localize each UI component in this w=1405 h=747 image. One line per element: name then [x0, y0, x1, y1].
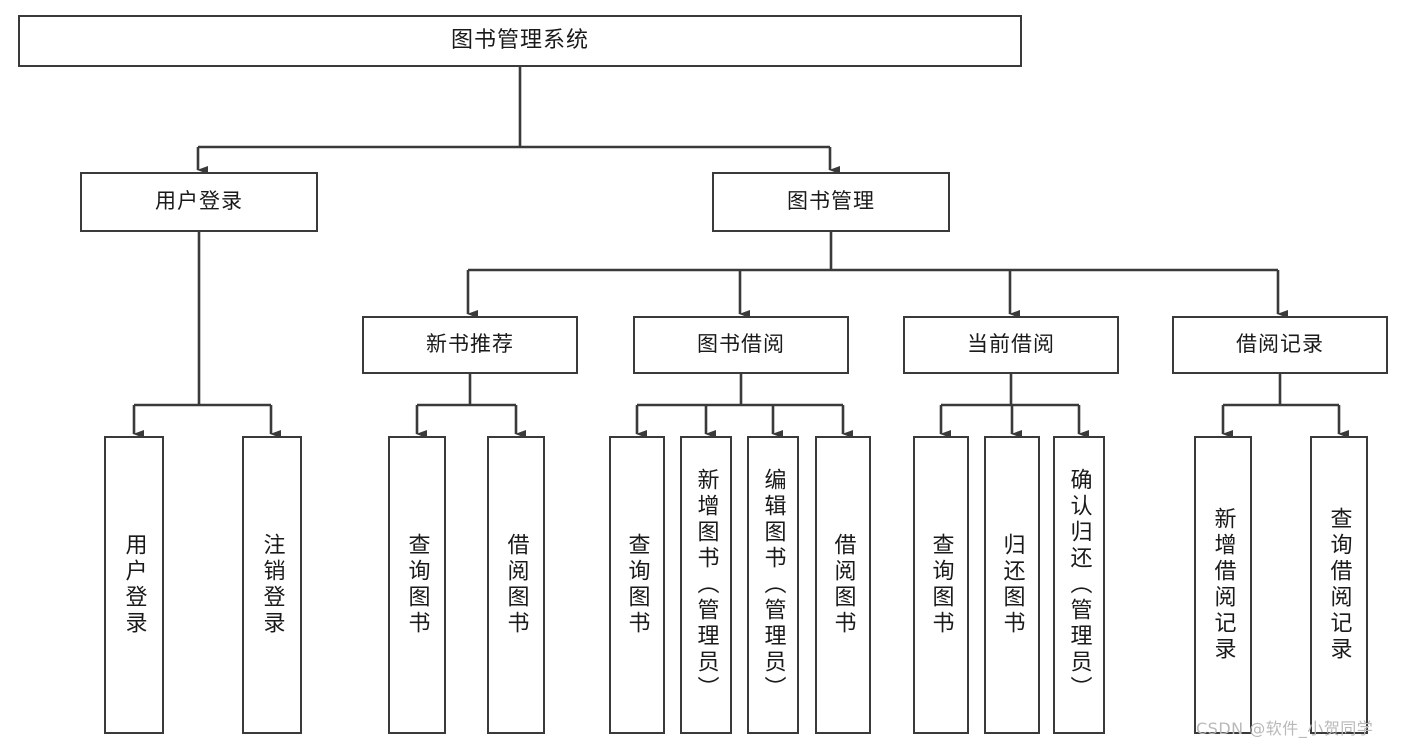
- leaf-confirm-return-admin[interactable]: 确认归还（管理员）: [1053, 436, 1105, 734]
- leaf-query-borrow-record[interactable]: 查询借阅记录: [1310, 436, 1368, 734]
- leaf-add-borrow-record[interactable]: 新增借阅记录: [1194, 436, 1252, 734]
- node-user-login[interactable]: 用户登录: [80, 172, 318, 232]
- node-new-book-recommend[interactable]: 新书推荐: [362, 316, 578, 374]
- leaf-query-book-borrow[interactable]: 查询图书: [609, 436, 665, 734]
- node-book-manage[interactable]: 图书管理: [712, 172, 950, 232]
- leaf-edit-book-admin[interactable]: 编辑图书（管理员）: [747, 436, 799, 734]
- leaf-borrow-book[interactable]: 借阅图书: [815, 436, 871, 734]
- leaf-add-book-admin[interactable]: 新增图书（管理员）: [680, 436, 732, 734]
- node-current-borrow[interactable]: 当前借阅: [903, 316, 1119, 374]
- leaf-logout-login[interactable]: 注销登录: [242, 436, 302, 734]
- leaf-query-book-current[interactable]: 查询图书: [913, 436, 969, 734]
- node-book-borrow[interactable]: 图书借阅: [633, 316, 849, 374]
- leaf-borrow-book-recommend[interactable]: 借阅图书: [487, 436, 545, 734]
- leaf-user-login[interactable]: 用户登录: [104, 436, 164, 734]
- leaf-query-book-recommend[interactable]: 查询图书: [388, 436, 446, 734]
- node-borrow-record[interactable]: 借阅记录: [1172, 316, 1388, 374]
- leaf-return-book[interactable]: 归还图书: [984, 436, 1040, 734]
- csdn-watermark: CSDN @软件_小贺同学: [1196, 719, 1374, 738]
- node-root[interactable]: 图书管理系统: [18, 15, 1022, 67]
